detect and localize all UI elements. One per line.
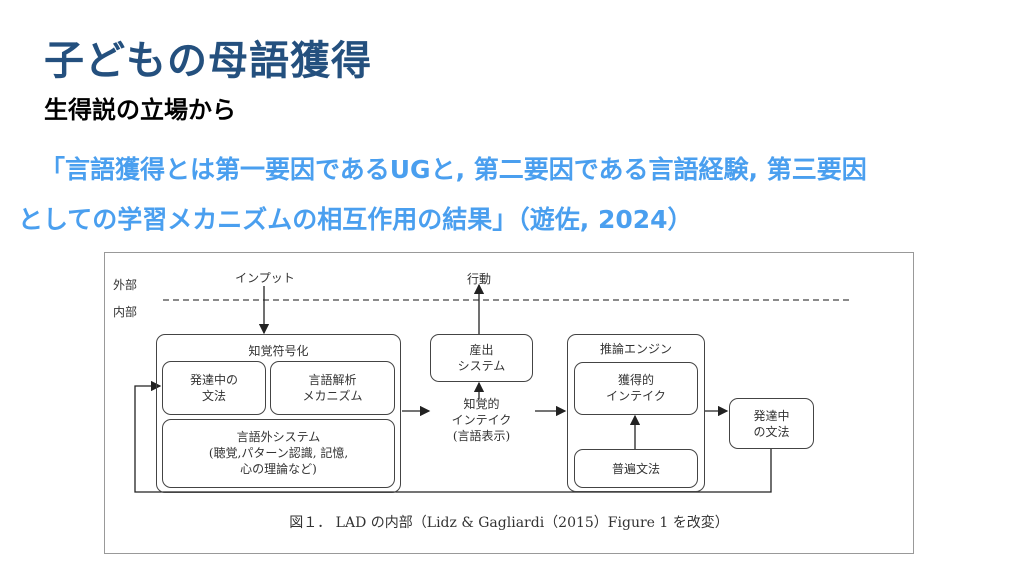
universal-grammar-text: 普遍文法 [611,462,660,476]
parsing-mechanism-box: 言語解析 メカニズム [270,361,395,415]
production-system-text: 産出 システム [457,343,506,373]
quote-line-1: 「言語獲得とは第一要因であるUGと, 第二要因である言語経験, 第三要因 [40,155,867,184]
external-label: 外部 [112,278,137,292]
acquisitional-intake-text: 獲得的 インテイク [606,373,666,403]
slide-subtitle: 生得説の立場から [44,96,236,124]
developing-grammar-text: 発達中の 文法 [189,373,238,403]
quote-line-2: としての学習メカニズムの相互作用の結果」（遊佐, 2024） [18,205,693,234]
action-label: 行動 [466,272,491,286]
perceptual-intake-text: 知覚的 インテイク (言語表示) [451,397,512,443]
acquisitional-intake-box: 獲得的 インテイク [574,362,698,415]
figure-caption: 図１． LAD の内部（Lidz & Gagliardi（2015）Figure… [289,515,729,531]
diagram-connectors [134,283,850,493]
input-label: インプット [235,271,295,285]
perceptual-encoding-title: 知覚符号化 [248,344,309,358]
production-system-box: 産出 システム [430,334,533,382]
extralinguistic-system-text: 言語外システム (聴覚,パターン認識, 記憶, 心の理論など) [208,430,349,476]
perceptual-encoding-box: 知覚符号化 発達中の 文法 言語解析 メカニズム 言語外システム (聴覚,パター… [156,334,401,493]
parsing-mechanism-text: 言語解析 メカニズム [302,373,363,403]
lad-diagram: 外部 内部 インプット 行動 知覚符号化 発達中の 文法 言語解析 メカニズム … [104,252,914,554]
universal-grammar-box: 普遍文法 [574,449,698,488]
internal-label: 内部 [112,305,137,319]
inference-engine-box: 推論エンジン 獲得的 インテイク 普遍文法 [567,334,705,492]
inference-engine-title: 推論エンジン [599,342,672,356]
developing-grammar-output-box: 発達中 の文法 [729,398,814,449]
feedback-loop-arrow [134,380,772,493]
developing-grammar-output-text: 発達中 の文法 [753,409,790,439]
developing-grammar-box: 発達中の 文法 [162,361,266,415]
slide-title: 子どもの母語獲得 [44,38,372,84]
extralinguistic-system-box: 言語外システム (聴覚,パターン認識, 記憶, 心の理論など) [162,419,395,488]
